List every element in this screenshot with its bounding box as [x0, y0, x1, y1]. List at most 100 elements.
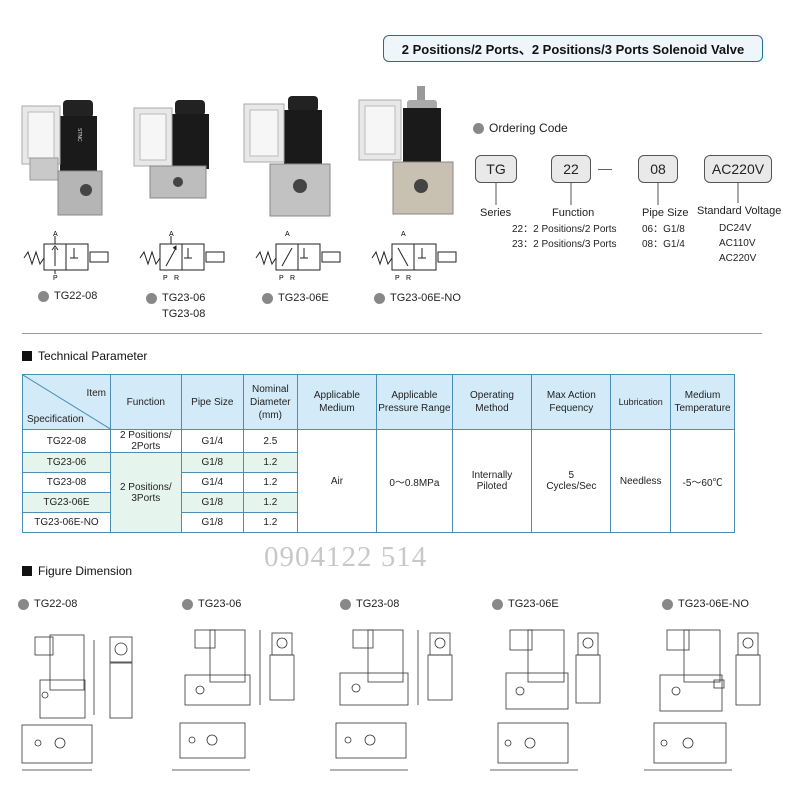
bullet-icon [492, 598, 503, 610]
product-label: TG23-06E-NO [374, 292, 461, 304]
pipe-caption: Pipe Size [642, 207, 689, 219]
dimension-drawing-tg23-06e-no [644, 629, 761, 771]
product-name: TG23-06E-NO [390, 292, 461, 304]
header-pipe-size: Pipe Size [180, 374, 244, 430]
cell-pipe: G1/8 [180, 452, 244, 473]
header-function: Function [109, 374, 182, 430]
table-row: TG23-06 2 Positions/ 3Ports G1/8 1.2 [22, 452, 735, 533]
dimension-drawing-tg23-08 [330, 629, 453, 771]
series-caption: Series [480, 207, 512, 219]
cell-diam: 1.2 [242, 492, 298, 513]
bullet-icon [18, 598, 29, 610]
dimension-drawing-tg23-06e [490, 629, 601, 771]
function-code-box: 22 [551, 155, 591, 183]
valve-symbol-tg22: A P [23, 231, 109, 280]
cell-spec: TG23-06E [22, 492, 111, 513]
cell-function: 2 Positions/ 2Ports [109, 429, 182, 453]
figure-label: TG23-06 [182, 598, 241, 610]
pipe-option: 08：G1/4 [642, 239, 685, 250]
figure-label-text: TG23-06E [508, 598, 559, 610]
port-a-label: A [169, 231, 174, 238]
product-name: TG23-06 [162, 292, 206, 304]
bullet-icon [340, 598, 351, 610]
bullet-icon [473, 123, 484, 135]
product-label: TG23-06E [262, 292, 329, 304]
product-label: TG23-06 [146, 292, 205, 304]
product-label: TG22-08 [38, 290, 97, 302]
square-bullet-icon [22, 566, 32, 576]
port-p-label: P [395, 275, 400, 280]
table-header-row: Item Specification Function Pipe Size No… [22, 374, 735, 430]
header-temperature: Medium Temperature [670, 374, 735, 430]
port-r-label: R [406, 275, 411, 280]
port-a-label: A [401, 231, 406, 238]
pipe-code-box: 08 [638, 155, 678, 183]
figure-label-text: TG22-08 [34, 598, 78, 610]
bullet-icon [262, 292, 273, 304]
port-p-label: P [163, 275, 168, 280]
figure-label: TG22-08 [18, 598, 77, 610]
voltage-option: AC220V [719, 253, 757, 264]
figure-label-text: TG23-08 [356, 598, 400, 610]
bullet-icon [182, 598, 193, 610]
voltage-option: DC24V [719, 223, 752, 234]
watermark-phone: 0904122 514 [264, 541, 428, 573]
cell-pipe: G1/4 [180, 472, 244, 493]
figure-label-text: TG23-06E-NO [678, 598, 749, 610]
cell-diam: 1.2 [242, 512, 298, 533]
code-connector-lines [495, 183, 739, 205]
brand-text: STNC [76, 128, 82, 142]
pipe-option: 06：G1/8 [642, 224, 685, 235]
cell-lubrication: Needless [610, 429, 672, 533]
header-medium: Applicable Medium [296, 374, 378, 430]
port-p-label: P [53, 275, 58, 280]
cell-spec: TG23-06 [22, 452, 111, 473]
figure-title: Figure Dimension [38, 564, 133, 578]
valve-symbol-tg23-06e-no: A P R [371, 231, 457, 280]
header-item: Item [86, 388, 106, 399]
product-name-alt: TG23-08 [162, 308, 206, 320]
port-r-label: R [290, 275, 295, 280]
valve-photo-tg23-06e-no [358, 86, 454, 215]
ordering-code-heading: Ordering Code [473, 121, 568, 135]
tech-heading: Technical Parameter [22, 349, 147, 363]
bullet-icon [662, 598, 673, 610]
figure-label: TG23-06E-NO [662, 598, 749, 610]
figure-label-text: TG23-06 [198, 598, 242, 610]
cell-operating: Internally Piloted [451, 429, 533, 533]
valve-symbol-tg23: A P R [139, 231, 225, 280]
port-a-label: A [53, 231, 58, 238]
figure-heading: Figure Dimension [22, 564, 132, 578]
cell-diam: 2.5 [242, 429, 298, 453]
figure-label: TG23-08 [340, 598, 399, 610]
cell-diam: 1.2 [242, 452, 298, 473]
bullet-icon [146, 292, 157, 304]
table-row: TG23-08 G1/4 1.2 [22, 472, 735, 493]
voltage-code-box: AC220V [704, 155, 772, 183]
header-item-spec: Item Specification [22, 374, 112, 430]
table-row: TG23-06E-NO G1/8 1.2 [22, 512, 735, 533]
cell-pipe: G1/8 [180, 512, 244, 533]
valve-symbol-tg23-06e: A P R [255, 231, 341, 280]
table-row: TG22-08 2 Positions/ 2Ports G1/4 2.5 Air… [22, 429, 735, 533]
series-code-box: TG [475, 155, 517, 183]
valve-photo-tg23-06 [133, 100, 209, 199]
bullet-icon [38, 290, 49, 302]
spec-table: Item Specification Function Pipe Size No… [22, 374, 735, 533]
port-r-label: R [174, 275, 179, 280]
diagonal-line [23, 375, 112, 430]
cell-function: 2 Positions/ 3Ports [109, 452, 182, 533]
cell-diam: 1.2 [242, 472, 298, 493]
dimension-drawing-tg22-08 [21, 634, 133, 771]
cell-max-action: 5 Cycles/Sec [531, 429, 612, 533]
voltage-caption: Standard Voltage [697, 205, 782, 217]
header-max-action: Max Action Fequency [531, 374, 612, 430]
ordering-title: Ordering Code [489, 121, 568, 135]
header-pressure: Applicable Pressure Range [376, 374, 453, 430]
function-option: 23：2 Positions/3 Ports [512, 239, 617, 250]
cell-pipe: G1/4 [180, 429, 244, 453]
cell-medium: Air [296, 429, 378, 533]
valve-photo-tg22-08: STNC [21, 100, 103, 216]
cell-spec: TG22-08 [22, 429, 111, 453]
port-p-label: P [279, 275, 284, 280]
